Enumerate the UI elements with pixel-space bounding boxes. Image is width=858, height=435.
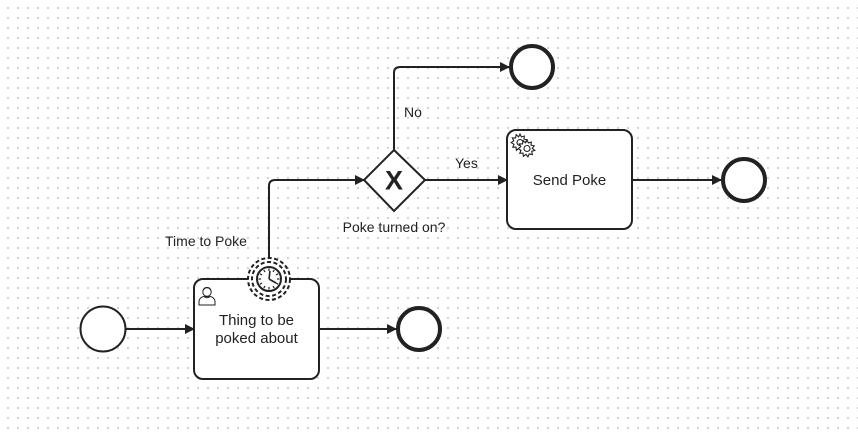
- service-task[interactable]: Send Poke: [506, 129, 633, 230]
- service-task-label: Send Poke: [533, 172, 606, 189]
- start-event[interactable]: [79, 305, 127, 353]
- flow-label-no: No: [404, 104, 422, 120]
- flow-gateway-no[interactable]: [393, 62, 510, 150]
- gear-icon: [510, 132, 536, 159]
- timer-label: Time to Poke: [165, 233, 247, 249]
- end-event-no[interactable]: [509, 44, 555, 90]
- gateway-label: Poke turned on?: [343, 219, 446, 235]
- user-task[interactable]: Thing to be poked about: [193, 278, 320, 380]
- clock-icon: [256, 266, 282, 292]
- end-event-send-poke[interactable]: [721, 157, 767, 203]
- end-event-user-task[interactable]: [396, 306, 442, 352]
- boundary-timer-event[interactable]: [247, 257, 291, 301]
- flow-timer-to-gateway[interactable]: [268, 175, 365, 258]
- gateway-marker: X: [385, 166, 403, 196]
- exclusive-gateway[interactable]: X: [362, 148, 427, 213]
- user-task-label-line1: Thing to be: [219, 312, 294, 329]
- flow-label-yes: Yes: [455, 155, 478, 171]
- user-task-label-line2: poked about: [215, 330, 298, 347]
- user-icon: [198, 286, 216, 306]
